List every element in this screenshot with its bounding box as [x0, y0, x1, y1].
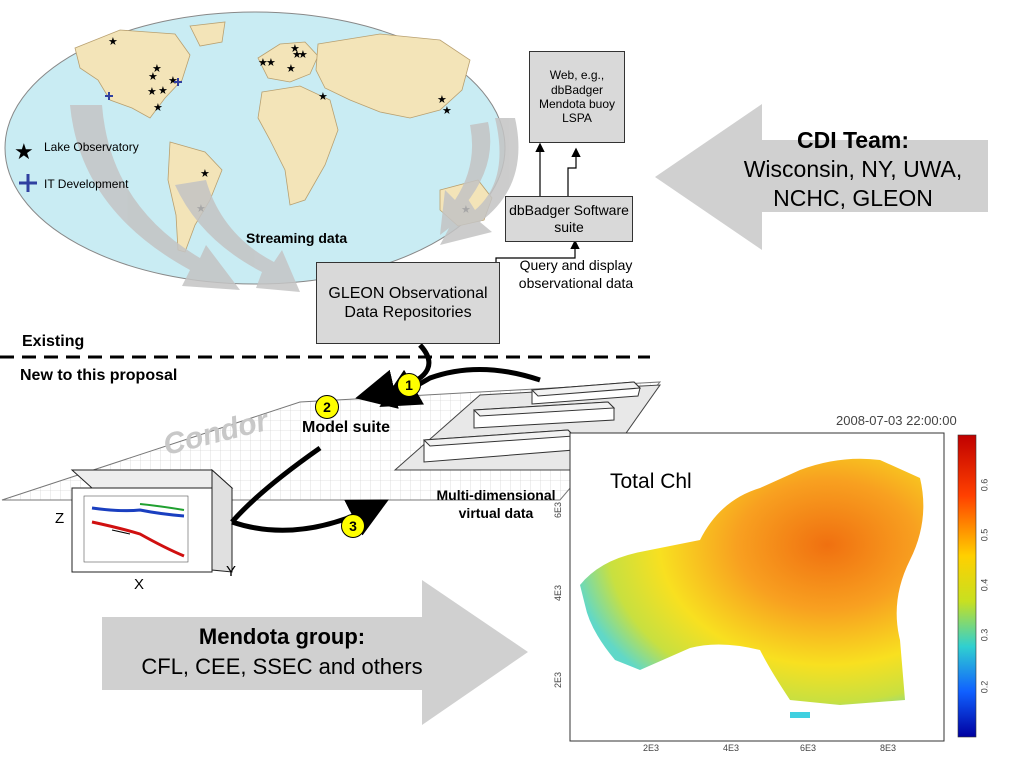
svg-text:★: ★ — [298, 49, 308, 61]
new-to-proposal-label: New to this proposal — [20, 367, 178, 384]
model-output-box — [70, 468, 234, 573]
gleon-box: GLEON Observational Data Repositories — [316, 262, 500, 344]
svg-text:★: ★ — [292, 49, 302, 61]
svg-text:★: ★ — [286, 63, 296, 75]
web-box-text: Web, e.g., dbBadger Mendota buoy LSPA — [538, 68, 616, 126]
query-display-label: Query and display observational data — [518, 257, 634, 292]
step-badge-2: 2 — [315, 395, 339, 419]
chl-x-tick: 8E3 — [880, 743, 897, 753]
mendota-group-members: CFL, CEE, SSEC and others — [141, 653, 423, 679]
star-icon: ★ — [14, 139, 34, 164]
svg-text:★: ★ — [168, 75, 178, 87]
cdi-team-arrow — [655, 104, 988, 250]
workflow-arrows — [230, 343, 541, 536]
multi-dimensional-label: Multi-dimensional virtual data — [436, 487, 556, 522]
colorbar-tick: 0.3 — [979, 628, 990, 642]
svg-text:★: ★ — [258, 57, 268, 69]
streaming-data-label: Streaming data — [246, 230, 348, 246]
svg-text:★: ★ — [290, 43, 300, 55]
mendota-group-title: Mendota group: — [198, 624, 366, 649]
colorbar-tick: 0.2 — [979, 680, 990, 694]
chl-x-tick: 4E3 — [723, 743, 740, 753]
plus-icon — [19, 174, 37, 192]
colorbar-tick: 0.6 — [979, 478, 990, 492]
axis-z-label: Z — [55, 510, 65, 527]
model-suite-label: Model suite — [302, 419, 391, 436]
svg-text:★: ★ — [108, 36, 118, 48]
svg-text:★: ★ — [266, 57, 276, 69]
cdi-team-members: Wisconsin, NY, UWA, NCHC, GLEON — [743, 155, 963, 211]
step-badge-1: 1 — [397, 373, 421, 397]
chl-plot — [569, 432, 977, 742]
legend-it-development: IT Development — [44, 177, 129, 191]
step-badge-3: 3 — [341, 514, 365, 538]
svg-text:★: ★ — [152, 63, 162, 75]
legend-lake-observatory: Lake Observatory — [44, 140, 139, 154]
mendota-group-arrow — [102, 580, 528, 725]
svg-text:★: ★ — [437, 94, 447, 106]
it-development-markers — [105, 78, 182, 100]
dbbadger-box-text: dbBadger Software suite — [509, 202, 629, 235]
web-box: Web, e.g., dbBadger Mendota buoy LSPA — [529, 51, 625, 143]
svg-text:★: ★ — [442, 105, 452, 117]
chl-y-tick: 6E3 — [553, 501, 564, 519]
cdi-team-text: CDI Team: Wisconsin, NY, UWA, NCHC, GLEO… — [726, 126, 980, 212]
chl-x-tick: 6E3 — [800, 743, 817, 753]
dbbadger-box: dbBadger Software suite — [505, 196, 633, 242]
colorbar-tick: 0.5 — [979, 528, 990, 542]
svg-text:★: ★ — [153, 102, 163, 114]
chl-timestamp: 2008-07-03 22:00:00 — [836, 413, 957, 428]
svg-text:★: ★ — [318, 91, 328, 103]
svg-text:★: ★ — [148, 71, 158, 83]
mendota-group-text: Mendota group: CFL, CEE, SSEC and others — [104, 622, 460, 681]
chl-x-tick: 2E3 — [643, 743, 660, 753]
svg-text:★: ★ — [158, 85, 168, 97]
cdi-team-title: CDI Team: — [796, 127, 910, 153]
colorbar-tick: 0.4 — [979, 578, 990, 592]
svg-text:★: ★ — [200, 168, 210, 180]
axis-x-label: X — [134, 576, 145, 593]
chl-title: Total Chl — [610, 470, 692, 493]
axis-y-label: Y — [226, 563, 237, 580]
streaming-arrows — [70, 105, 519, 292]
existing-label: Existing — [22, 333, 85, 350]
gleon-box-text: GLEON Observational Data Repositories — [328, 284, 488, 321]
chl-y-tick: 2E3 — [553, 671, 564, 689]
chl-y-tick: 4E3 — [553, 584, 564, 602]
svg-text:★: ★ — [147, 86, 157, 98]
